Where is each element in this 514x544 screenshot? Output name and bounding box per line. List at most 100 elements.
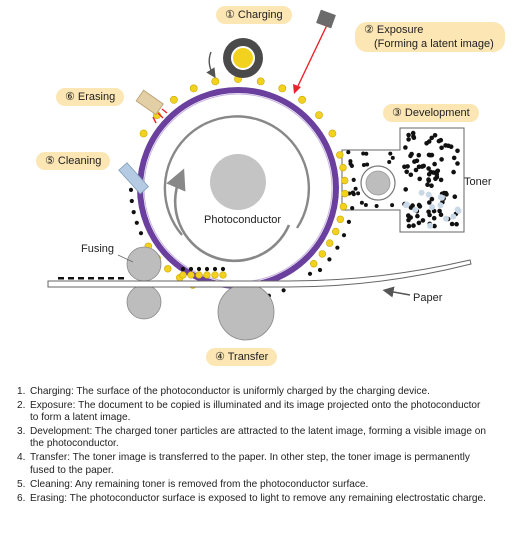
fused-toner: [68, 277, 74, 280]
toner-particle: [429, 196, 435, 202]
toner-particle: [408, 205, 414, 210]
charge-particle: [278, 84, 287, 93]
step-item: 1.Charging: The surface of the photocond…: [17, 386, 430, 397]
carrier-bead: [403, 202, 409, 209]
charge-particle: [219, 271, 227, 279]
exposure-beam: [296, 24, 328, 89]
toner-particle: [452, 194, 458, 199]
toner-particle: [411, 223, 416, 228]
diagram-drawing: [47, 9, 472, 341]
fused-toner: [88, 277, 94, 280]
toner-particle: [403, 187, 409, 192]
carrier-bead: [429, 204, 436, 211]
toner-particle: [188, 266, 194, 272]
exposure-label-title: ② Exposure: [364, 24, 424, 36]
charge-particle: [256, 77, 265, 86]
toner-particle: [436, 138, 442, 144]
carrier-bead: [437, 202, 444, 209]
toner-particle: [128, 187, 134, 192]
fusing-roller-top: [126, 246, 162, 282]
toner-particle: [390, 203, 395, 208]
toner-particle: [429, 183, 434, 188]
transferred-toner: [58, 266, 227, 280]
transfer-roller: [217, 283, 275, 341]
charge-particle: [315, 111, 323, 119]
toner-particle: [212, 266, 218, 272]
toner-particle: [406, 132, 411, 138]
charge-particle: [310, 260, 318, 268]
charge-particle: [203, 271, 211, 279]
charge-particle: [332, 227, 340, 236]
exposure-light-source: [316, 9, 336, 29]
charge-particle: [179, 271, 187, 279]
toner-particle: [361, 163, 366, 167]
toner-particle: [351, 192, 356, 197]
charge-particle: [339, 202, 348, 211]
toner-label: Toner: [464, 176, 492, 188]
erasing-lamp: [135, 89, 164, 116]
toner-particle: [364, 151, 369, 156]
fused-toner: [118, 277, 124, 280]
charge-particle: [328, 129, 337, 138]
toner-particle: [129, 198, 134, 204]
toner-particle: [417, 176, 423, 182]
toner-particle: [281, 288, 286, 293]
carrier-bead: [418, 189, 425, 196]
toner-particle: [428, 152, 433, 158]
toner-particle: [434, 174, 440, 180]
step-item: 4.Transfer: The toner image is transferr…: [17, 452, 470, 476]
transfer-label: ④ Transfer: [206, 348, 278, 366]
toner-particle: [451, 169, 456, 175]
toner-particle: [196, 266, 202, 272]
erasing-label: ⑥ Erasing: [56, 88, 125, 106]
charge-particle: [211, 77, 220, 86]
charging-label: ① Charging: [216, 6, 292, 24]
paper-sheet: [47, 259, 472, 288]
toner-particle: [374, 204, 379, 208]
toner-particle: [431, 170, 436, 175]
fusing-roller-bottom: [126, 284, 162, 320]
paper-label: Paper: [413, 292, 443, 304]
toner-particle: [365, 162, 370, 167]
fusing-label: Fusing: [81, 243, 115, 255]
exposure-label-subtitle: (Forming a latent image): [374, 38, 494, 50]
drum-core: [210, 154, 266, 210]
toner-particle: [420, 218, 426, 223]
toner-particles: [347, 130, 462, 229]
carrier-bead: [427, 222, 434, 229]
toner-particle: [353, 186, 358, 191]
fusing-leader: [117, 254, 134, 263]
toner-particle: [416, 152, 422, 158]
step-item: 6.Erasing: The photoconductor surface is…: [17, 492, 486, 504]
toner-particle: [449, 221, 455, 227]
toner-particle: [327, 257, 332, 262]
toner-particle: [204, 266, 210, 272]
toner-particle: [404, 169, 410, 175]
charging-roller-core: [231, 46, 255, 70]
carrier-bead: [425, 191, 432, 198]
toner-particle: [451, 155, 457, 161]
charge-particle: [336, 215, 344, 224]
toner-particle: [317, 267, 323, 273]
toner-particle: [180, 266, 186, 272]
charge-particle: [326, 239, 334, 247]
fused-toner: [78, 277, 84, 280]
toner-particle: [427, 200, 432, 205]
fused-toner: [98, 277, 104, 280]
toner-particle: [307, 271, 313, 276]
toner-particle: [361, 151, 366, 156]
toner-particle: [359, 200, 364, 205]
toner-particle: [441, 190, 447, 196]
toner-particle: [424, 141, 429, 146]
fused-toner: [58, 277, 64, 280]
step-item: 5.Cleaning: Any remaining toner is remov…: [17, 478, 369, 490]
toner-particle: [438, 177, 444, 183]
toner-particle: [390, 155, 395, 160]
paper-direction-arrow: [382, 286, 411, 298]
toner-particle: [455, 161, 460, 166]
toner-particle: [351, 177, 356, 182]
step-item: 3.Development: The charged toner particl…: [17, 426, 486, 450]
toner-particle: [416, 202, 422, 208]
exposure-label: ② Exposure (Forming a latent image): [355, 22, 505, 52]
charge-particle: [339, 163, 347, 172]
